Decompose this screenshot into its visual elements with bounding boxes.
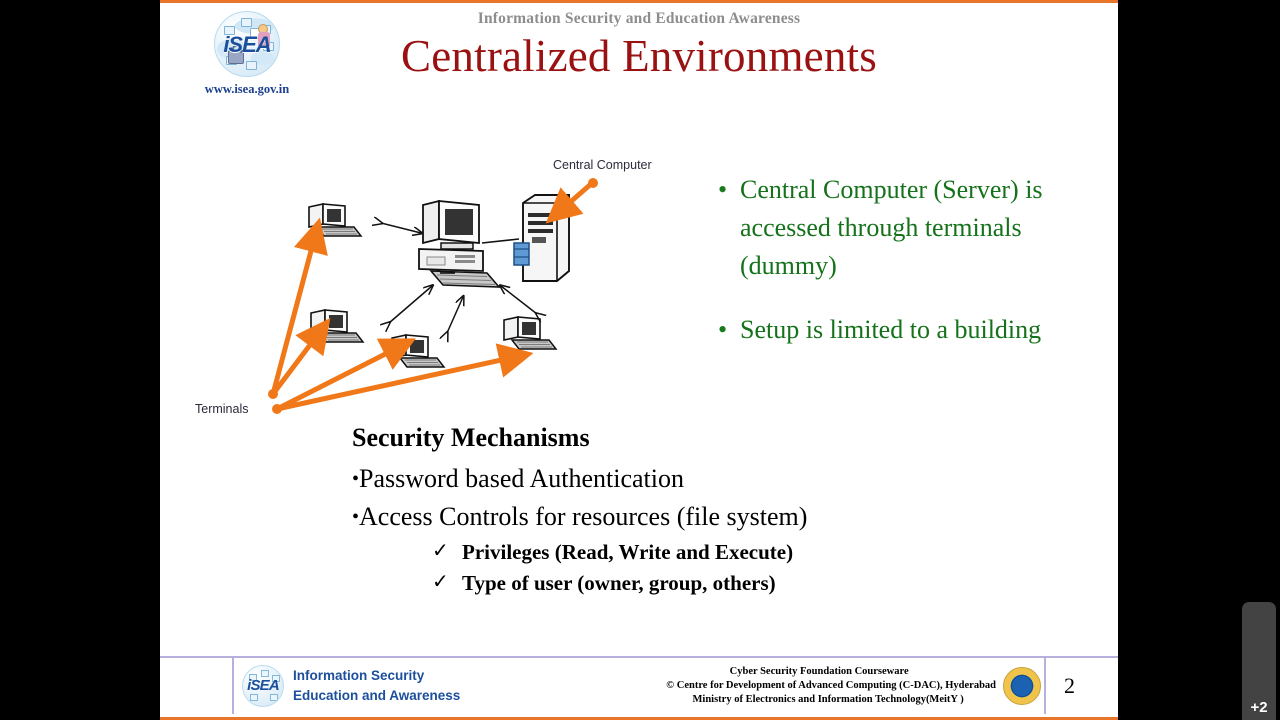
list-item: •Access Controls for resources (file sys…: [352, 499, 1072, 534]
terminal-3: [391, 334, 445, 368]
isea-logo-mark: iSEA: [214, 11, 280, 77]
bullet-text: Password based Authentication: [359, 464, 684, 493]
list-item: ✓ Type of user (owner, group, others): [432, 568, 1072, 598]
list-item: • Central Computer (Server) is accessed …: [718, 171, 1098, 285]
isea-wordmark: iSEA: [223, 32, 271, 57]
callout-origin-dot: [272, 404, 282, 414]
footer-brand-text: Information Security Education and Aware…: [293, 666, 460, 705]
data-flow-arrow: [389, 286, 432, 323]
terminal-callout-arrow: [274, 338, 416, 412]
header-subtitle: Information Security and Education Aware…: [477, 10, 801, 27]
presentation-slide: Information Security and Education Aware…: [160, 0, 1118, 720]
person-at-computer-icon: [250, 24, 270, 50]
footer-copyright: Cyber Security Foundation Courseware © C…: [532, 658, 1000, 714]
slide-footer: iSEA Information Security Education and …: [160, 656, 1118, 714]
list-item: •Password based Authentication: [352, 461, 1072, 496]
footer-spacer: [160, 658, 232, 714]
diagram-label-terminals: Terminals: [195, 402, 249, 416]
bullet-text: Setup is limited to a building: [740, 315, 1042, 344]
copyright-line-2: © Centre for Development of Advanced Com…: [666, 680, 996, 692]
network-node-icon: [241, 18, 252, 27]
footer-brand-line2: Education and Awareness: [293, 688, 461, 703]
list-item: ✓ Privileges (Read, Write and Execute): [432, 537, 1072, 567]
network-node-icon: [246, 61, 257, 70]
bullet-icon: •: [718, 175, 728, 204]
network-node-icon: [224, 26, 235, 35]
slide-number: 2: [1044, 658, 1118, 714]
cdac-seal: [1000, 658, 1044, 714]
central-desktop-pc: [418, 199, 501, 288]
participants-count-badge: +2: [1250, 699, 1268, 716]
bullet-text: Access Controls for resources (file syst…: [359, 502, 808, 532]
terminal-1: [308, 203, 362, 237]
isea-footer-logo-icon: iSEA: [242, 665, 284, 707]
data-flow-arrow: [447, 297, 463, 333]
copyright-line-3: Ministry of Electronics and Information …: [692, 693, 964, 705]
list-item: • Setup is limited to a building: [718, 311, 1098, 349]
callout-origin-dot: [268, 389, 278, 399]
checkmark-icon: ✓: [432, 570, 449, 593]
bullet-icon: •: [718, 315, 728, 344]
isea-logo: iSEA www.isea.gov.in: [182, 11, 312, 97]
copyright-line-1: Cyber Security Foundation Courseware: [729, 666, 909, 678]
bullet-text: Privileges (Read, Write and Execute): [462, 540, 794, 565]
diagram-label-central-computer: Central Computer: [553, 158, 652, 172]
checkmark-icon: ✓: [432, 540, 449, 563]
bullet-icon: •: [352, 468, 360, 490]
footer-brand: iSEA Information Security Education and …: [232, 658, 532, 714]
centralized-network-diagram: Central Computer Terminals: [185, 151, 705, 426]
bullet-text: Type of user (owner, group, others): [462, 570, 776, 595]
bullet-icon: •: [352, 506, 360, 529]
terminal-callout-arrow: [270, 317, 331, 397]
terminal-4: [503, 316, 557, 350]
link-line: [481, 238, 520, 244]
data-flow-arrow: [381, 223, 421, 233]
central-computer-callout-arrow: [545, 181, 594, 224]
padlock-icon: [228, 45, 244, 64]
section-heading: Security Mechanisms: [352, 423, 590, 452]
cdac-seal-icon: [1003, 667, 1041, 705]
terminal-callout-arrow: [270, 217, 328, 397]
bullet-text: Central Computer (Server) is accessed th…: [740, 175, 1043, 280]
security-mechanisms-section: Security Mechanisms •Password based Auth…: [352, 423, 1072, 598]
key-points-list: • Central Computer (Server) is accessed …: [718, 171, 1098, 375]
page-title: Centralized Environments: [401, 31, 877, 81]
data-flow-arrow: [501, 286, 537, 314]
callout-origin-dot: [588, 178, 598, 188]
terminal-callout-arrow: [274, 343, 534, 412]
isea-footer-wordmark: iSEA: [247, 677, 280, 694]
footer-brand-line1: Information Security: [293, 668, 425, 684]
isea-url: www.isea.gov.in: [204, 82, 290, 96]
participants-overlay-panel[interactable]: +2: [1242, 602, 1276, 720]
